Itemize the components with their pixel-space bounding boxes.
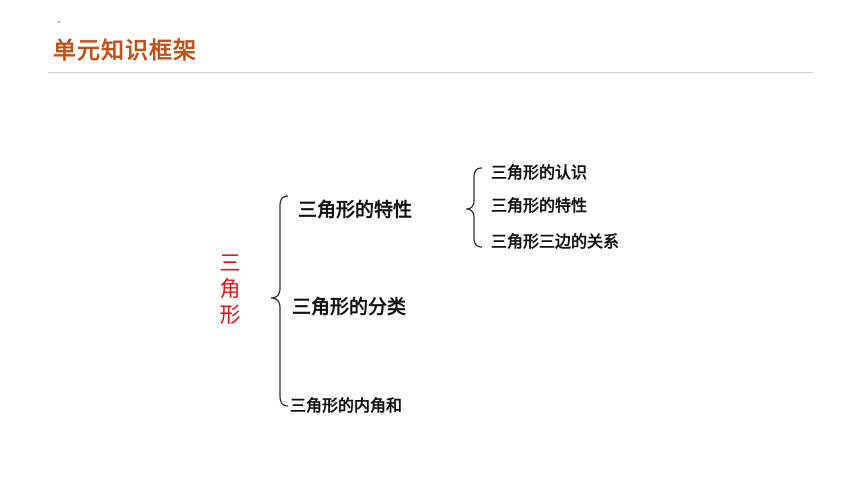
sub-brace [465, 167, 483, 248]
main-brace [270, 195, 289, 407]
leaf-characteristics: 三角形的特性 [491, 196, 588, 215]
root-char-2: 角 [219, 277, 241, 301]
branch-characteristics: 三角形的特性 [298, 199, 413, 221]
root-char-1: 三 [219, 251, 241, 275]
leaf-recognition: 三角形的认识 [491, 163, 588, 182]
branch-classification: 三角形的分类 [292, 296, 407, 318]
branch-interior-angles: 三角形的内角和 [290, 396, 403, 415]
title-divider [48, 72, 813, 73]
root-node: 三 角 形 [216, 250, 244, 328]
page-title: 单元知识框架 [53, 38, 197, 64]
decorative-dot [58, 21, 60, 23]
leaf-side-relationship: 三角形三边的关系 [491, 232, 620, 251]
root-char-3: 形 [219, 303, 241, 327]
